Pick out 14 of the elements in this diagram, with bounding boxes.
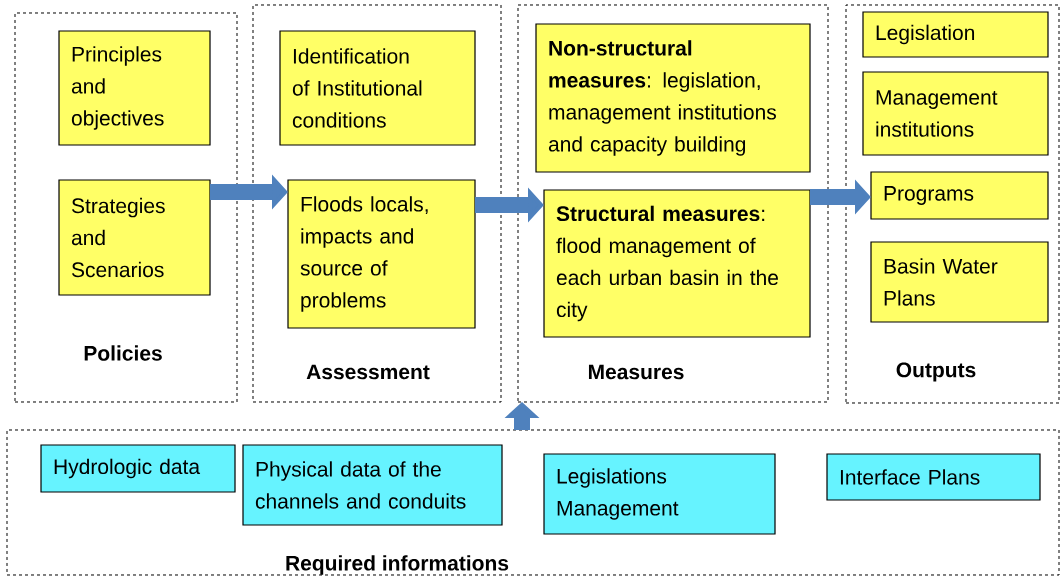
- text-box: Strategies and Scenarios: [58, 179, 211, 296]
- text-box: Basin Water Plans: [870, 241, 1049, 323]
- text-box: Management institutions: [862, 71, 1049, 156]
- text-box: Structural measures: flood management of each urban basin in the city: [543, 189, 811, 338]
- text-box: Legislation: [862, 11, 1049, 58]
- text-box: Legislations Management: [543, 453, 776, 535]
- text-box: Physical data of the channels and conduits: [242, 444, 503, 526]
- text-box: Programs: [870, 171, 1049, 220]
- text-box: Interface Plans: [826, 453, 1041, 501]
- text-box: Hydrologic data: [40, 444, 236, 493]
- text-box: Identification of Institutional conditions: [279, 30, 476, 146]
- text-box: Floods locals, impacts and source of problems: [287, 179, 476, 329]
- text-box: Principles and objectives: [58, 30, 211, 146]
- text-box: Non-structural measures: legislation, management institutions and capacity building: [535, 23, 811, 173]
